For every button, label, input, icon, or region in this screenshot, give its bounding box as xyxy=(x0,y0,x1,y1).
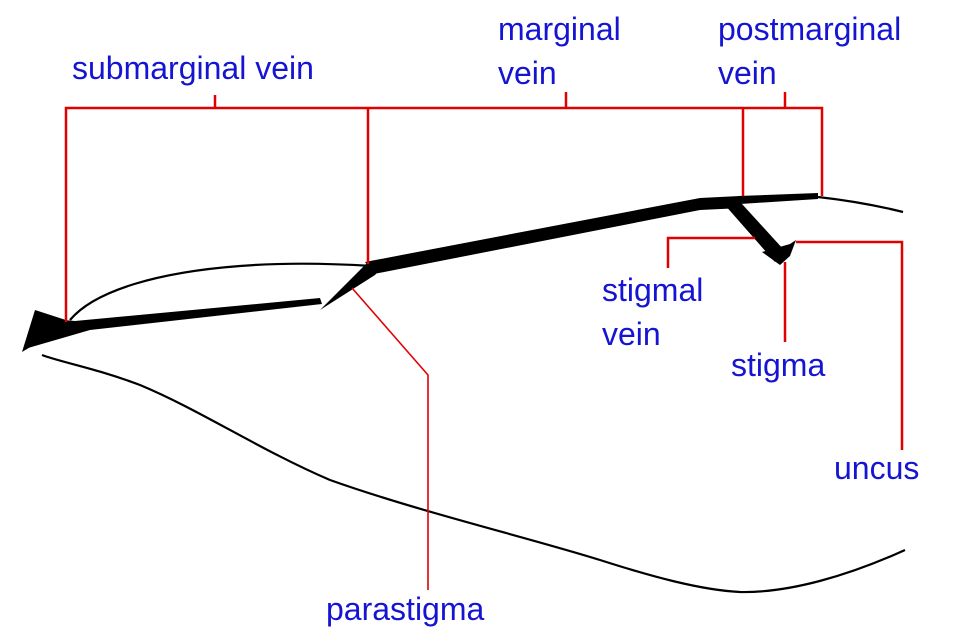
postmarginal-vein-shape xyxy=(738,193,818,204)
parastigma-leader xyxy=(352,288,428,590)
leader-lines xyxy=(66,92,902,590)
label-stigmal-vein-line1: stigmal xyxy=(602,272,703,308)
anterior-margin-apical xyxy=(818,197,903,212)
label-marginal-vein-line1: marginal xyxy=(498,11,621,47)
marginal-vein-shape xyxy=(365,196,742,274)
label-uncus: uncus xyxy=(834,450,919,486)
label-postmarginal-vein-line2: vein xyxy=(718,55,777,91)
uncus-leader xyxy=(796,242,902,450)
label-stigma: stigma xyxy=(731,347,825,383)
label-postmarginal-vein-line1: postmarginal xyxy=(718,11,901,47)
submarginal-vein-shape xyxy=(28,298,322,348)
label-submarginal-vein: submarginal vein xyxy=(72,50,314,86)
labels: submarginal vein marginal vein postmargi… xyxy=(72,11,919,627)
stigmal-vein-leader xyxy=(668,238,755,268)
label-marginal-vein-line2: vein xyxy=(498,55,557,91)
posterior-margin xyxy=(42,355,905,592)
label-parastigma: parastigma xyxy=(326,591,485,627)
top-bracket xyxy=(66,108,822,322)
label-stigmal-vein-line2: vein xyxy=(602,316,661,352)
